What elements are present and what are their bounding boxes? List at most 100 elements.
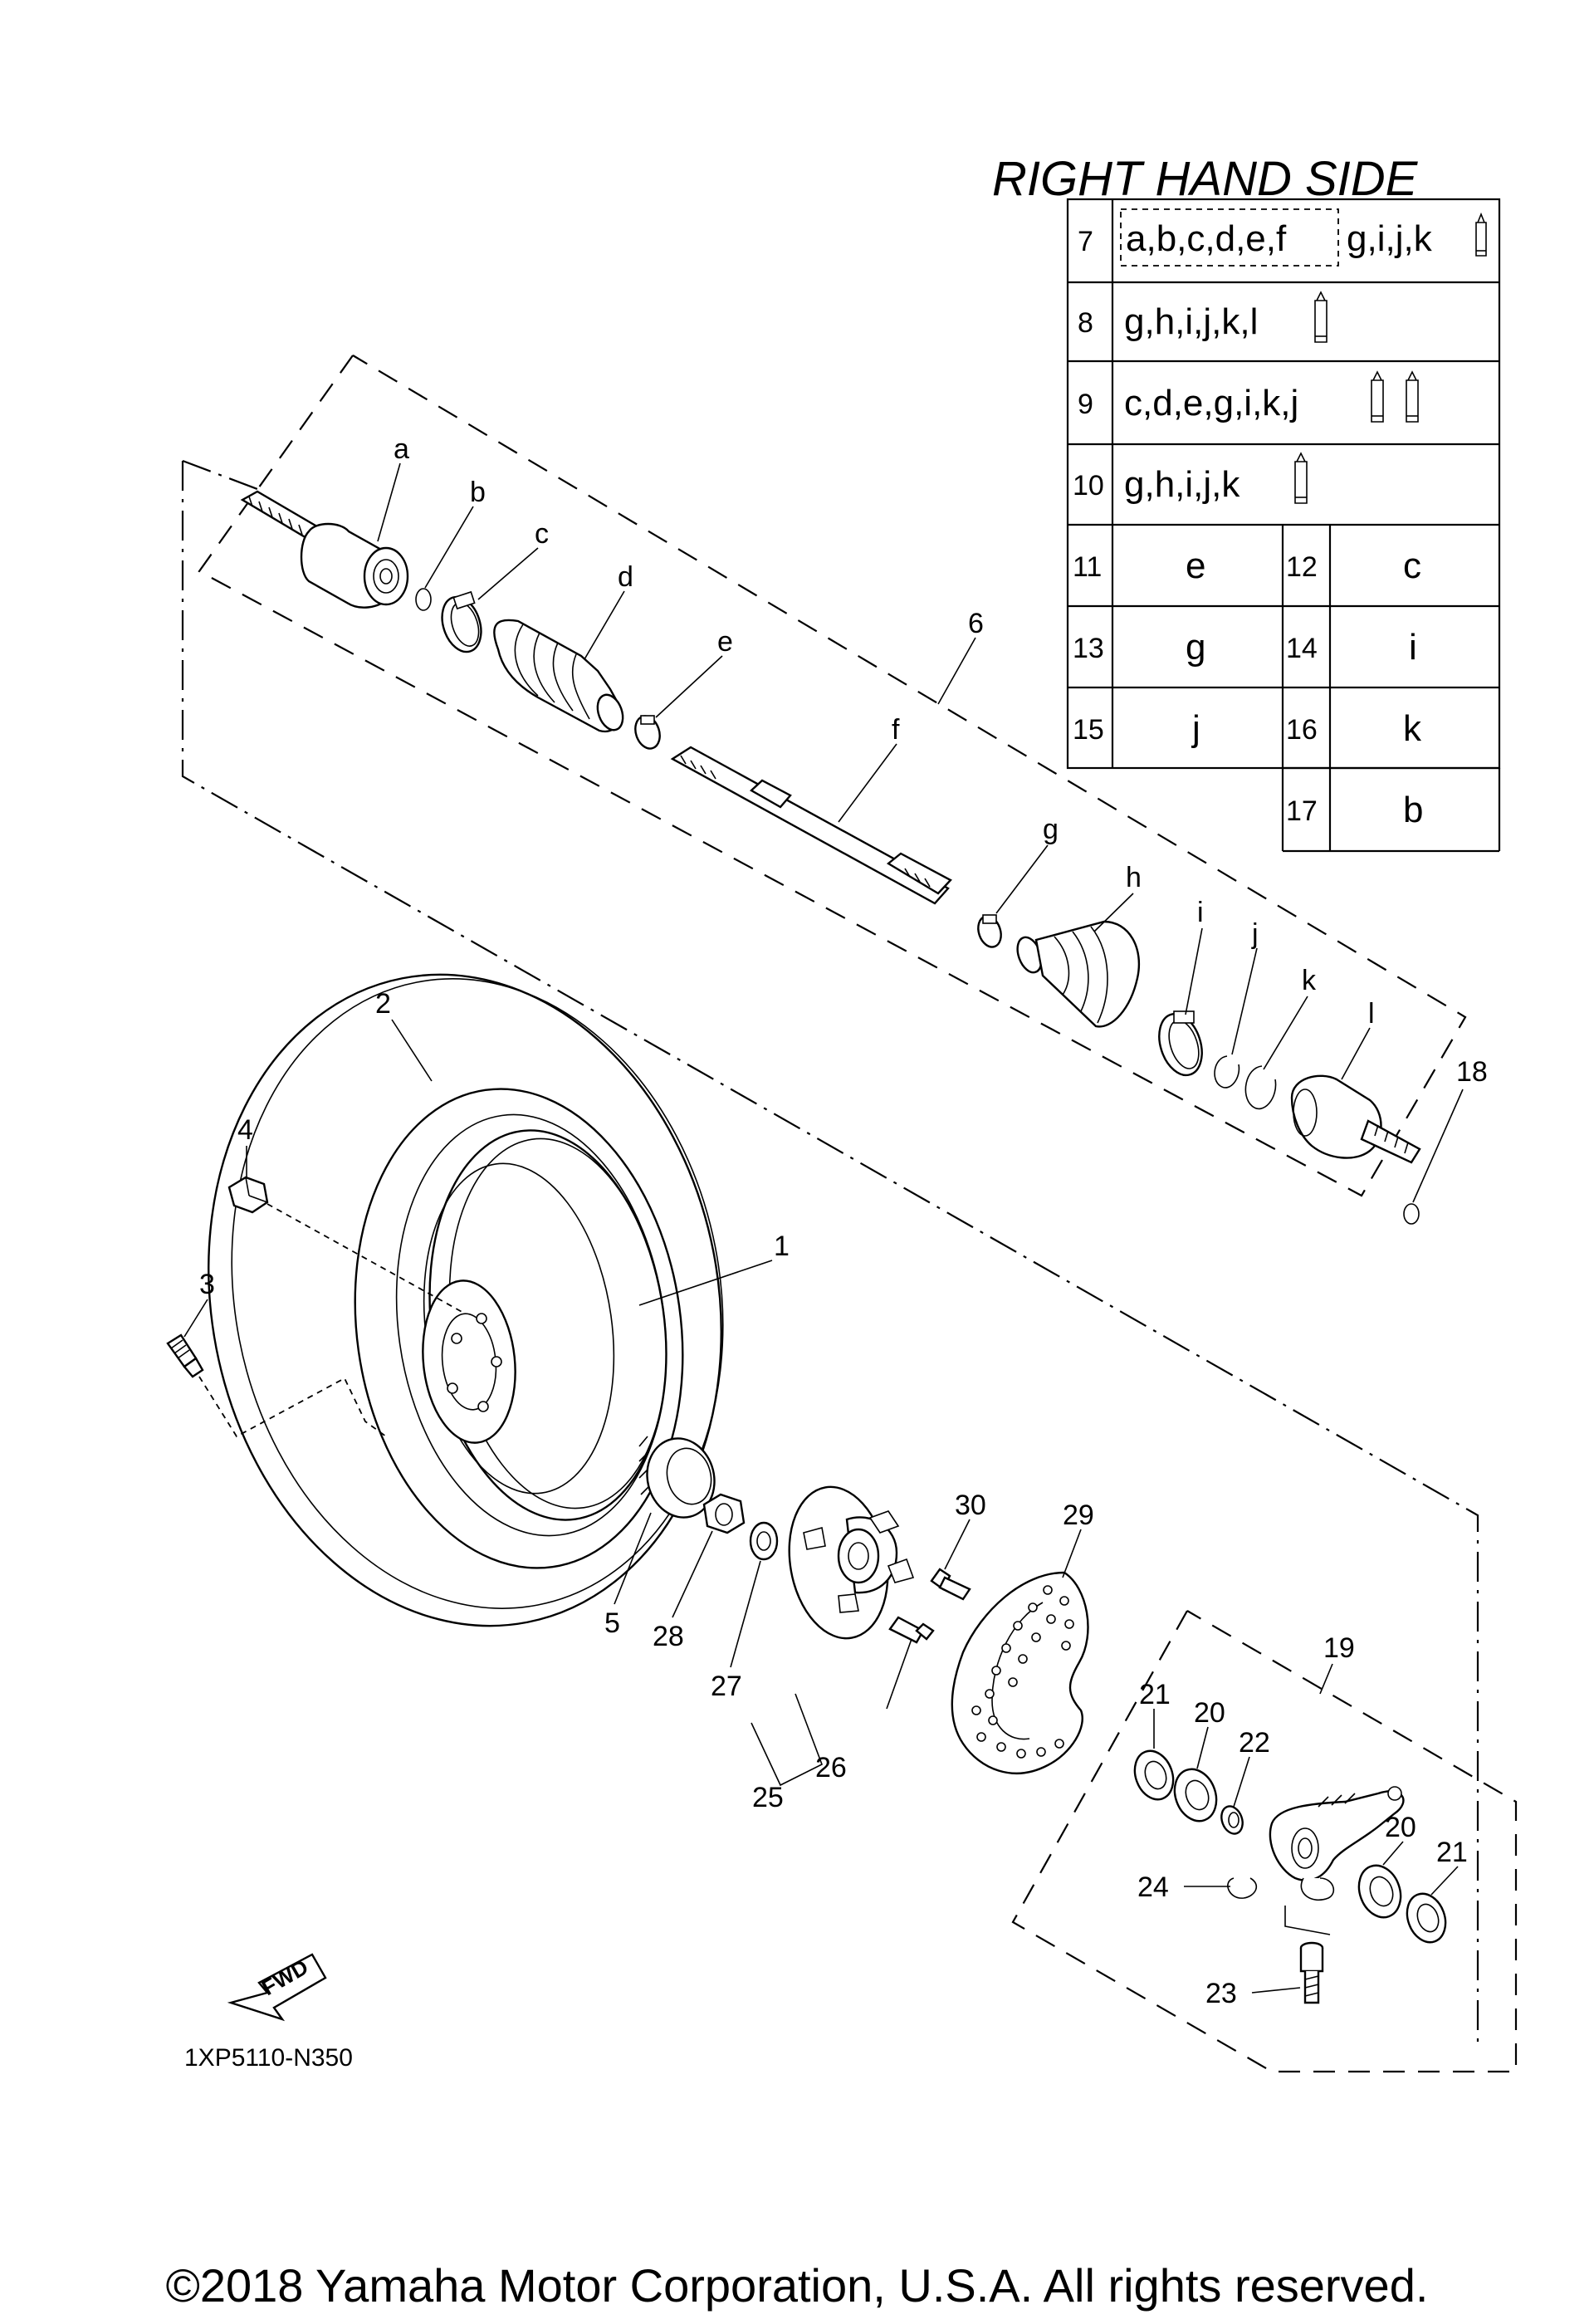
- circlip-k: [1244, 1065, 1277, 1110]
- diagram-heading: RIGHT HAND SIDE: [992, 152, 1419, 206]
- callout-18: 18: [1456, 1056, 1488, 1088]
- circlip-j: [1214, 1055, 1240, 1089]
- table-row-10-parts: g,h,i,j,k: [1124, 464, 1240, 505]
- table-row-13-part: g: [1186, 627, 1205, 668]
- callout-27: 27: [711, 1671, 742, 1702]
- callout-1: 1: [774, 1230, 790, 1262]
- valve-3: [166, 1333, 204, 1378]
- callout-20-right: 20: [1385, 1812, 1416, 1843]
- callout-c: c: [535, 518, 549, 550]
- table-row-14-part: i: [1409, 627, 1417, 668]
- callout-l: l: [1368, 998, 1375, 1030]
- callout-21-left: 21: [1139, 1679, 1171, 1710]
- shaft-f: [670, 746, 952, 905]
- forward-direction-arrow: FWD: [227, 1953, 327, 2022]
- callout-2: 2: [375, 988, 391, 1020]
- callout-30: 30: [955, 1490, 986, 1521]
- callout-d: d: [618, 561, 633, 593]
- callout-f: f: [892, 714, 900, 746]
- callout-21-right: 21: [1436, 1837, 1468, 1868]
- callout-23: 23: [1205, 1978, 1237, 2009]
- knuckle-assembly-outline: [1011, 1610, 1518, 2073]
- boot-h: [1016, 920, 1141, 1028]
- center-cap-5: [638, 1436, 716, 1519]
- copyright-notice: ©2018 Yamaha Motor Corporation, U.S.A. A…: [165, 2259, 1429, 2312]
- table-row-15-part: j: [1191, 708, 1200, 749]
- bolt-30: [930, 1568, 971, 1601]
- parts-reference-table: 7 a,b,c,d,e,f g,i,j,k 8 g,h,i,j,k,l 9 c,…: [1066, 198, 1501, 853]
- callout-h: h: [1126, 862, 1142, 893]
- callout-3: 3: [199, 1269, 215, 1300]
- callout-j: j: [1251, 918, 1259, 950]
- callout-e: e: [717, 626, 733, 658]
- boot-band-c: [441, 590, 482, 653]
- oil-seal-21-right: [1406, 1892, 1447, 1944]
- table-row-8-parts: g,h,i,j,k,l: [1124, 301, 1258, 342]
- callout-a: a: [394, 433, 409, 465]
- table-row-11-part: e: [1186, 546, 1205, 586]
- valve-fitting-line: [198, 1376, 387, 1438]
- washer-27: [749, 1521, 779, 1561]
- bearing-20-left: [1173, 1768, 1218, 1823]
- grease-tube-icon: [1294, 452, 1308, 504]
- table-row-12-part: c: [1403, 546, 1421, 586]
- callout-28: 28: [653, 1621, 684, 1652]
- table-row-17-part: b: [1403, 790, 1423, 830]
- table-row-9-parts: c,d,e,g,i,k,j: [1124, 383, 1298, 423]
- inner-cv-joint-l: [1290, 1074, 1421, 1164]
- callout-6: 6: [968, 608, 984, 639]
- table-row-11-number: 11: [1073, 551, 1102, 583]
- callout-25: 25: [752, 1782, 784, 1813]
- callout-labels: a b c d e 6 f g h i j k l 18 2 1 4 3 5 2…: [199, 433, 1488, 2009]
- outer-cv-joint-a: [240, 490, 409, 609]
- callout-4: 4: [237, 1114, 253, 1146]
- oil-seal-21-left: [1133, 1749, 1175, 1801]
- reference-outline: [181, 459, 1479, 2047]
- drawing-code: 1XP5110-N350: [184, 2044, 353, 2072]
- circlip-22: [1220, 1805, 1244, 1835]
- callout-k: k: [1302, 965, 1317, 996]
- boot-band-e: [634, 715, 661, 750]
- disc-holes: [971, 1585, 1074, 1759]
- callout-29: 29: [1063, 1500, 1094, 1531]
- callout-i: i: [1197, 897, 1204, 928]
- nut-fitting-line: [266, 1203, 466, 1314]
- table-row-8-number: 8: [1078, 307, 1093, 339]
- table-row-16-number: 16: [1286, 714, 1318, 746]
- circlip-b: [415, 588, 432, 611]
- table-row-12-number: 12: [1286, 551, 1318, 583]
- table-row-7-parts: g,i,j,k: [1347, 218, 1433, 259]
- callout-22: 22: [1239, 1727, 1270, 1759]
- table-row-15-number: 15: [1073, 714, 1104, 746]
- boot-band-g: [977, 914, 1002, 948]
- table-row-10-number: 10: [1073, 470, 1104, 501]
- table-row-9-number: 9: [1078, 389, 1093, 420]
- bearing-20-right: [1357, 1864, 1402, 1919]
- grease-tube-icon: [1406, 370, 1419, 423]
- ball-joint-23: [1299, 1941, 1324, 2004]
- wheel-nut-4: [227, 1176, 269, 1214]
- boot-d: [493, 619, 624, 733]
- leader-lines: [183, 462, 1464, 1994]
- table-row-13-number: 13: [1073, 633, 1104, 664]
- boot-band-i: [1158, 1010, 1203, 1077]
- circlip-18: [1403, 1203, 1420, 1225]
- table-row-7-number: 7: [1078, 226, 1093, 257]
- callout-5: 5: [604, 1607, 620, 1639]
- callout-24: 24: [1137, 1871, 1169, 1903]
- axle-nut-28: [702, 1493, 746, 1534]
- callout-g: g: [1043, 814, 1059, 845]
- steering-knuckle: [1269, 1786, 1405, 1901]
- wheel-1: [422, 1129, 667, 1521]
- circlip-24: [1227, 1877, 1258, 1899]
- callout-b: b: [470, 477, 486, 508]
- callout-26: 26: [815, 1752, 847, 1783]
- callout-19: 19: [1323, 1632, 1355, 1664]
- grease-tube-icon: [1314, 291, 1328, 343]
- table-row-17-number: 17: [1286, 795, 1318, 827]
- bolt-26: [888, 1616, 935, 1644]
- callout-20-left: 20: [1194, 1697, 1225, 1729]
- grease-tube-icon: [1475, 212, 1487, 257]
- grease-tube-icon: [1371, 370, 1384, 423]
